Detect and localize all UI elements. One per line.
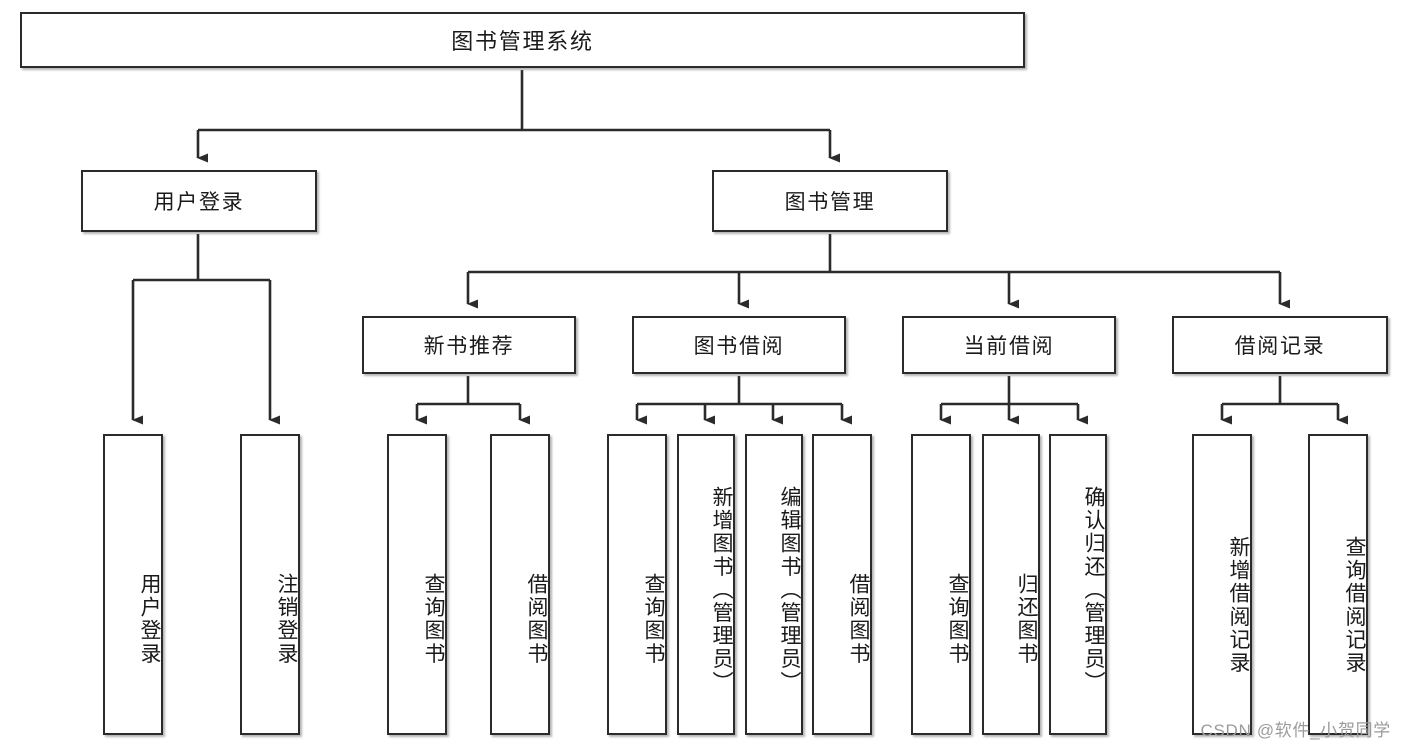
leaf-confirm-return-admin[interactable]: 确认归还（管理员） bbox=[1049, 434, 1107, 735]
node-label: 编辑图书（管理员） bbox=[778, 485, 801, 694]
leaf-add-book-admin[interactable]: 新增图书（管理员） bbox=[677, 434, 735, 735]
leaf-user-login[interactable]: 用户登录 bbox=[103, 434, 163, 735]
leaf-logout-login[interactable]: 注销登录 bbox=[240, 434, 300, 735]
leaf-query-book-current[interactable]: 查询图书 bbox=[911, 434, 971, 735]
node-label: 注销登录 bbox=[275, 573, 298, 666]
leaf-query-book-recommend[interactable]: 查询图书 bbox=[387, 434, 447, 735]
leaf-borrow-book-recommend[interactable]: 借阅图书 bbox=[490, 434, 550, 735]
node-label: 新增借阅记录 bbox=[1227, 536, 1250, 675]
node-label: 查询图书 bbox=[946, 573, 969, 666]
node-label: 借阅图书 bbox=[525, 573, 548, 666]
node-label: 查询图书 bbox=[422, 573, 445, 666]
leaf-query-borrow-record[interactable]: 查询借阅记录 bbox=[1308, 434, 1368, 735]
node-new-book-recommend[interactable]: 新书推荐 bbox=[362, 316, 576, 374]
node-label: 确认归还（管理员） bbox=[1082, 485, 1105, 694]
node-label: 图书管理 bbox=[784, 191, 876, 214]
node-label: 借阅记录 bbox=[1234, 335, 1326, 358]
node-label: 图书管理系统 bbox=[451, 29, 594, 54]
node-label: 借阅图书 bbox=[847, 573, 870, 666]
leaf-add-borrow-record[interactable]: 新增借阅记录 bbox=[1192, 434, 1252, 735]
node-label: 新增图书（管理员） bbox=[710, 485, 733, 694]
node-label: 当前借阅 bbox=[963, 335, 1055, 358]
node-label: 查询借阅记录 bbox=[1343, 536, 1366, 675]
node-root-system[interactable]: 图书管理系统 bbox=[20, 12, 1025, 68]
leaf-return-book[interactable]: 归还图书 bbox=[982, 434, 1040, 735]
leaf-edit-book-admin[interactable]: 编辑图书（管理员） bbox=[745, 434, 803, 735]
node-label: 新书推荐 bbox=[423, 335, 515, 358]
leaf-query-book-borrow[interactable]: 查询图书 bbox=[607, 434, 667, 735]
csdn-watermark: CSDN @软件_小贺同学 bbox=[1200, 721, 1391, 740]
node-book-management[interactable]: 图书管理 bbox=[712, 170, 948, 232]
node-label: 查询图书 bbox=[642, 573, 665, 666]
node-label: 图书借阅 bbox=[693, 335, 785, 358]
node-label: 归还图书 bbox=[1015, 573, 1038, 666]
node-label: 用户登录 bbox=[138, 573, 161, 666]
node-label: 用户登录 bbox=[153, 191, 245, 214]
node-borrow-record[interactable]: 借阅记录 bbox=[1172, 316, 1388, 374]
leaf-borrow-book[interactable]: 借阅图书 bbox=[812, 434, 872, 735]
node-user-login[interactable]: 用户登录 bbox=[81, 170, 317, 232]
node-book-borrow[interactable]: 图书借阅 bbox=[632, 316, 846, 374]
node-current-borrow[interactable]: 当前借阅 bbox=[902, 316, 1116, 374]
